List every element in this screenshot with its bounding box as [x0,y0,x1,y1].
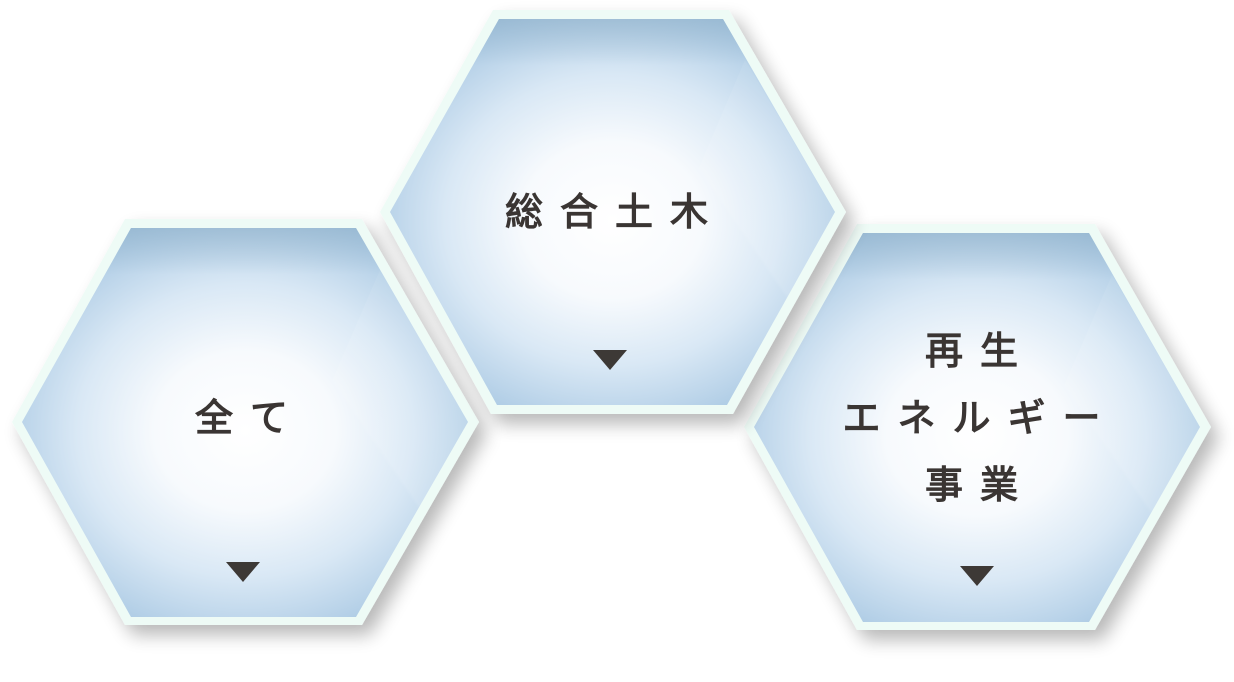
hex-button-renewable-energy[interactable] [744,224,1211,630]
hex-button-all[interactable] [12,219,479,625]
hex-button-civil-engineering[interactable] [380,10,846,414]
